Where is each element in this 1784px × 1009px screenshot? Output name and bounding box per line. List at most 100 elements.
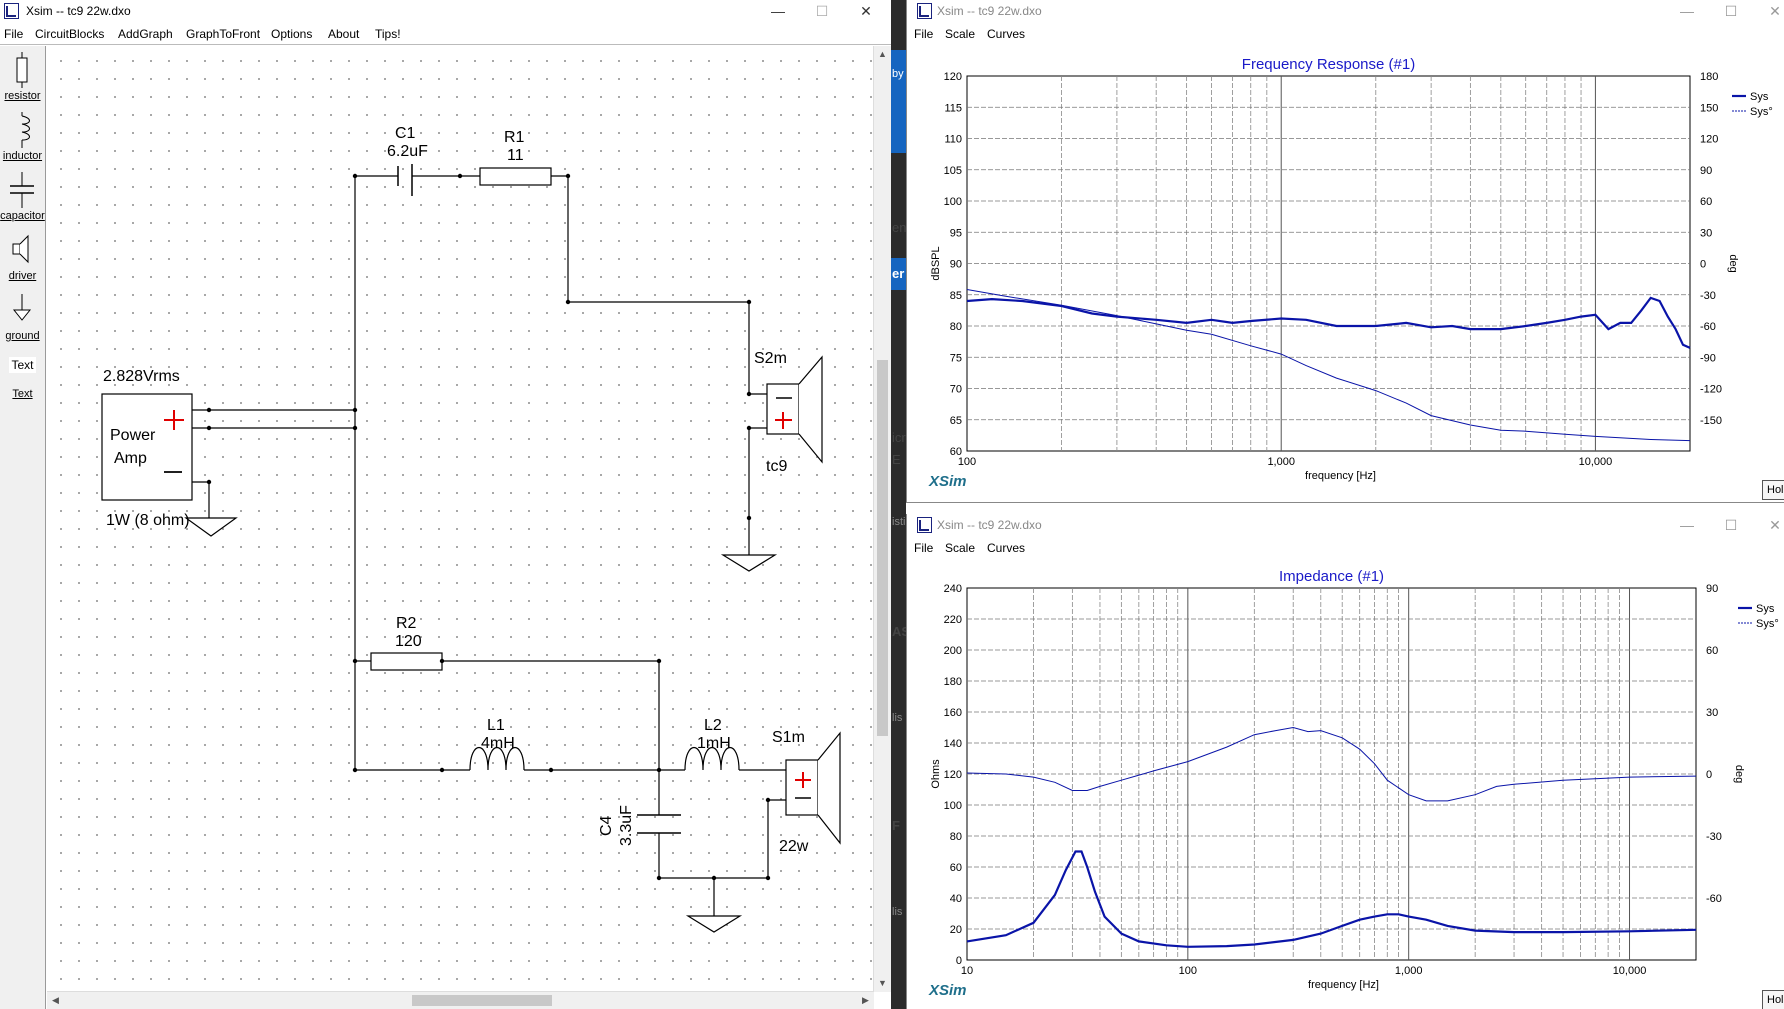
menu-file[interactable]: File: [914, 27, 934, 41]
y2-tick-label: 30: [1706, 707, 1718, 719]
tool-label-ground: ground: [5, 330, 40, 342]
x-tick-label: 1,000: [1267, 456, 1295, 468]
schematic-canvas[interactable]: 2.828Vrms Power Amp 1W (8 ohm) C1 6.2uF …: [47, 46, 873, 992]
power-amp-block[interactable]: [101, 393, 193, 501]
menu-curves[interactable]: Curves: [987, 541, 1026, 555]
menu-graphtofront[interactable]: GraphToFront: [186, 27, 261, 41]
hold-button-stub[interactable]: Hol: [1762, 990, 1784, 1009]
hold-button-label: Hol: [1767, 484, 1784, 496]
maximize-icon[interactable]: ☐: [1724, 517, 1738, 533]
r2-value: 120: [395, 633, 422, 650]
y-tick-label: 80: [950, 321, 962, 333]
imp-titlebar[interactable]: Xsim -- tc9 22w.dxo — ☐ ✕: [907, 514, 1784, 538]
menu-options[interactable]: Options: [271, 27, 313, 41]
c4-value: 3.3uF: [618, 805, 635, 846]
background-blue-bar-2: [891, 258, 906, 290]
schematic-vertical-scrollbar[interactable]: ▲ ▼: [873, 46, 891, 992]
tool-text-underlined[interactable]: Text: [0, 388, 45, 412]
x-tick-label: 100: [1179, 965, 1197, 977]
s2-model: tc9: [766, 458, 787, 475]
y-tick-label: 20: [950, 924, 962, 936]
minimize-icon[interactable]: —: [1680, 517, 1694, 533]
y2-tick-label: 180: [1700, 71, 1718, 83]
c4-name: C4: [598, 815, 615, 836]
bg-fragment-8: lis: [892, 712, 903, 724]
minimize-icon[interactable]: —: [1680, 3, 1694, 19]
schematic-menubar: File CircuitBlocks AddGraph GraphToFront…: [0, 24, 891, 45]
impedance-window: Xsim -- tc9 22w.dxo — ☐ ✕ File Scale Cur…: [906, 514, 1784, 1009]
x-tick-label: 100: [958, 456, 976, 468]
schematic-titlebar[interactable]: Xsim -- tc9 22w.dxo — ☐ ✕: [0, 0, 891, 24]
y2-axis-label: deg: [1733, 765, 1745, 783]
frequency-response-chart[interactable]: 6065707580859095100105110115120-150-120-…: [907, 46, 1784, 502]
close-icon[interactable]: ✕: [1769, 517, 1781, 533]
s2-ground-symbol[interactable]: [720, 554, 778, 572]
scroll-right-icon[interactable]: ▶: [862, 995, 869, 1005]
tool-resistor[interactable]: resistor: [0, 50, 45, 106]
menu-circuitblocks[interactable]: CircuitBlocks: [35, 27, 105, 41]
menu-scale[interactable]: Scale: [945, 541, 976, 555]
tool-capacitor[interactable]: capacitor: [0, 170, 45, 226]
y-axis-label: Ohms: [930, 759, 942, 789]
menu-about[interactable]: About: [328, 27, 360, 41]
xsim-app-icon: [4, 3, 19, 19]
hold-button-stub[interactable]: Hol: [1762, 480, 1784, 500]
amp-ground-symbol[interactable]: [184, 517, 238, 537]
resistor-icon: [16, 52, 28, 88]
bg-fragment-1: by: [892, 68, 904, 80]
y2-tick-label: 90: [1706, 583, 1718, 595]
menu-tips[interactable]: Tips!: [375, 27, 401, 41]
close-icon[interactable]: ✕: [1769, 3, 1781, 19]
chart-title: Impedance (#1): [1279, 568, 1384, 585]
y-tick-label: 110: [944, 134, 962, 146]
scroll-left-icon[interactable]: ◀: [52, 995, 59, 1005]
vertical-scroll-thumb[interactable]: [877, 360, 888, 736]
maximize-icon[interactable]: ☐: [815, 3, 829, 19]
xsim-app-icon: [917, 517, 932, 533]
y-tick-label: 0: [956, 955, 962, 967]
tool-driver[interactable]: driver: [0, 230, 45, 286]
menu-file[interactable]: File: [4, 27, 24, 41]
frequency-response-window: Xsim -- tc9 22w.dxo — ☐ ✕ File Scale Cur…: [906, 0, 1784, 503]
close-icon[interactable]: ✕: [860, 3, 872, 19]
component-toolbox: resistor inductor capacitor driver groun…: [0, 46, 46, 1009]
l1-value: 4mH: [481, 735, 515, 752]
schematic-horizontal-scrollbar[interactable]: ◀ ▶: [47, 991, 874, 1009]
hold-button-label: Hol: [1767, 994, 1784, 1006]
menu-curves[interactable]: Curves: [987, 27, 1026, 41]
horizontal-scroll-thumb[interactable]: [412, 995, 552, 1006]
menu-scale[interactable]: Scale: [945, 27, 976, 41]
bg-fragment-10: lis: [892, 906, 903, 918]
minimize-icon[interactable]: —: [771, 3, 785, 19]
tool-label-capacitor: capacitor: [0, 210, 45, 222]
tool-text-plain[interactable]: Text: [0, 357, 45, 382]
tool-ground[interactable]: ground: [0, 290, 45, 346]
resistor-R1[interactable]: [479, 167, 552, 186]
scroll-down-icon[interactable]: ▼: [878, 978, 887, 988]
y2-tick-label: -60: [1706, 893, 1722, 905]
series-line-phase: [966, 726, 1697, 802]
freq-titlebar[interactable]: Xsim -- tc9 22w.dxo — ☐ ✕: [907, 0, 1784, 24]
resistor-R2[interactable]: [370, 652, 443, 671]
impedance-chart[interactable]: 020406080100120140160180200220240-60-300…: [907, 560, 1784, 1009]
y-tick-label: 70: [950, 384, 962, 396]
y-tick-label: 240: [944, 583, 962, 595]
y2-axis-label: deg: [1727, 254, 1739, 272]
s1-ground-symbol[interactable]: [685, 915, 743, 933]
bg-fragment-7: AS: [892, 624, 911, 639]
y-tick-label: 120: [944, 71, 962, 83]
bg-fragment-2: en: [892, 220, 907, 235]
r1-name: R1: [504, 129, 525, 146]
menu-file[interactable]: File: [914, 541, 934, 555]
xsim-app-icon: [917, 3, 932, 19]
tool-inductor[interactable]: inductor: [0, 110, 45, 166]
maximize-icon[interactable]: ☐: [1724, 3, 1738, 19]
menu-addgraph[interactable]: AddGraph: [118, 27, 173, 41]
legend-entry: Sys: [1756, 603, 1775, 615]
y-tick-label: 105: [944, 165, 962, 177]
c1-name: C1: [395, 125, 416, 142]
y2-tick-label: 60: [1706, 645, 1718, 657]
scroll-up-icon[interactable]: ▲: [878, 49, 887, 59]
amp-name-line1: Power: [110, 427, 156, 444]
l1-name: L1: [487, 717, 505, 734]
